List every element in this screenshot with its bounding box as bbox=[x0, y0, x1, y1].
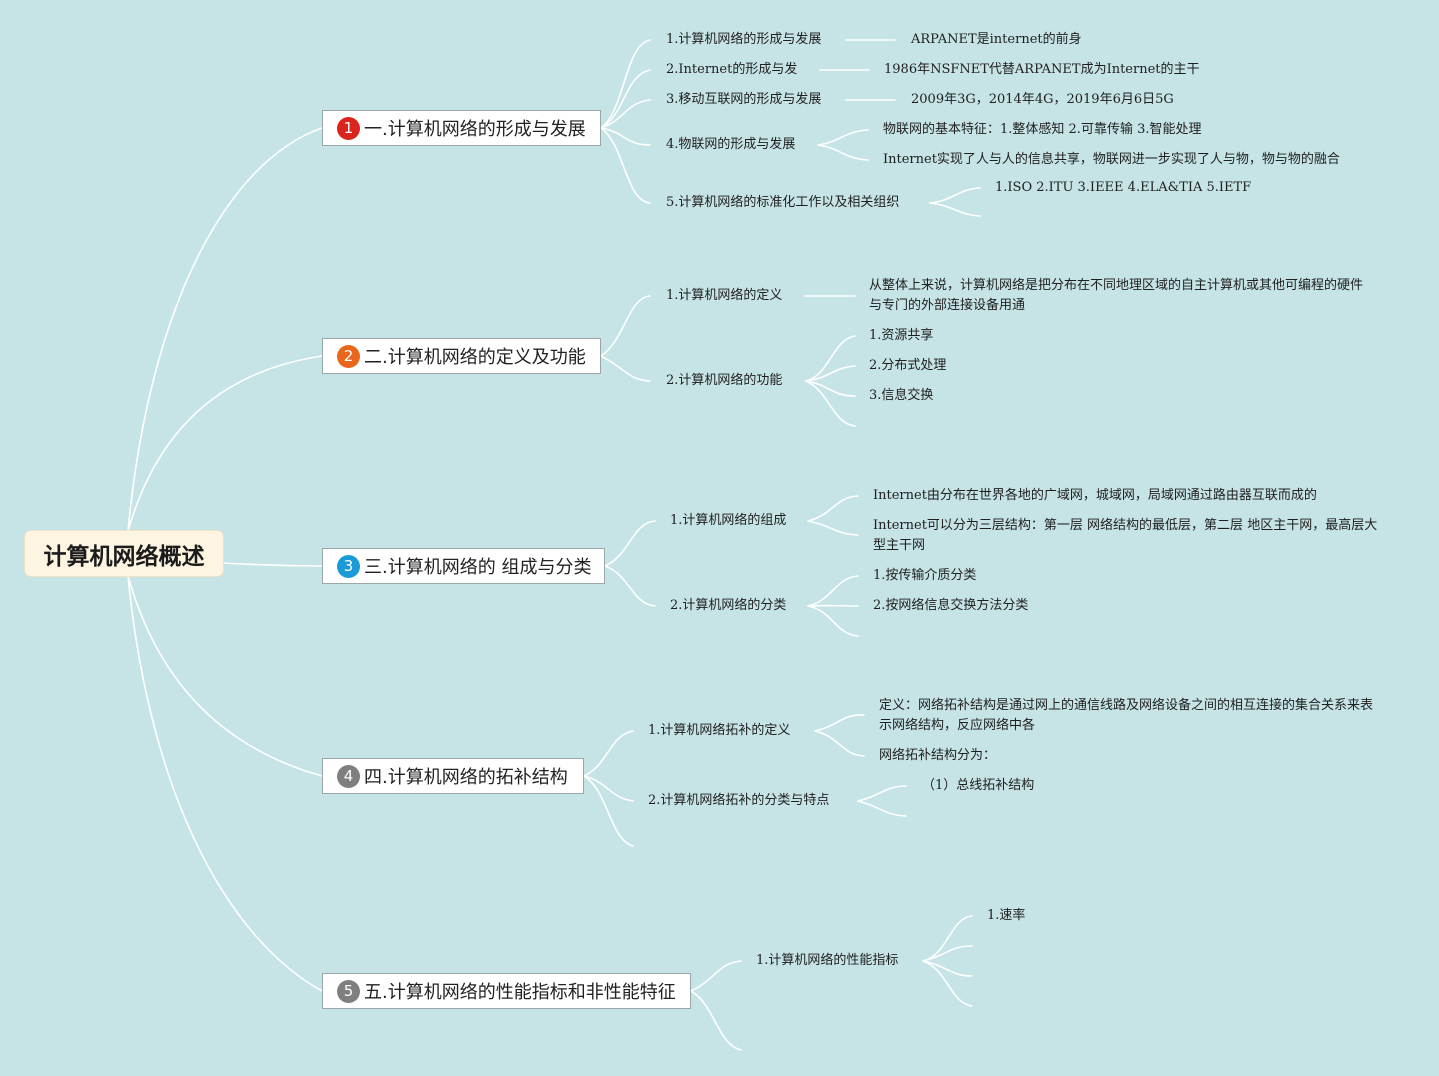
main-topic-label: 五.计算机网络的性能指标和非性能特征 bbox=[364, 982, 676, 1003]
leaf-topic[interactable]: Internet由分布在世界各地的广域网，城域网，局域网通过路由器互联而成的 bbox=[873, 488, 1317, 503]
root-topic[interactable]: 计算机网络概述 bbox=[25, 531, 223, 576]
connector bbox=[127, 355, 323, 532]
number-badge-1: 1 bbox=[337, 116, 360, 140]
subtopic-4-1[interactable]: 1.计算机网络拓补的定义 bbox=[648, 723, 791, 738]
connector bbox=[929, 187, 981, 204]
leaf-topic[interactable]: Internet可以分为三层结构：第一层 网络结构的最低层，第二层 地区主干网，… bbox=[873, 518, 1378, 553]
connector bbox=[807, 575, 859, 607]
connector bbox=[127, 575, 323, 992]
connector bbox=[817, 144, 869, 161]
connector bbox=[600, 39, 651, 129]
connector bbox=[805, 335, 856, 382]
main-topic-2[interactable]: 2 二.计算机网络的定义及功能 bbox=[322, 338, 601, 374]
connector bbox=[583, 775, 634, 802]
connector bbox=[600, 69, 651, 129]
subtopic-3-2[interactable]: 2.计算机网络的分类 bbox=[670, 598, 787, 613]
connector bbox=[814, 730, 865, 757]
leaf-topic[interactable]: 从整体上来说，计算机网络是把分布在不同地理区域的自主计算机或其他可编程的硬件与专… bbox=[869, 278, 1364, 313]
connector bbox=[814, 714, 865, 732]
connector bbox=[600, 127, 651, 204]
connector bbox=[805, 365, 856, 382]
subtopic-1-5[interactable]: 5.计算机网络的标准化工作以及相关组织 bbox=[666, 195, 900, 210]
subtopic-1-1[interactable]: 1.计算机网络的形成与发展 bbox=[666, 32, 822, 47]
connector bbox=[857, 785, 907, 802]
root-topic-label: 计算机网络概述 bbox=[43, 543, 205, 570]
leaf-topic[interactable]: 1.按传输介质分类 bbox=[873, 568, 977, 583]
leaf-topic[interactable]: 网络拓补结构分为： bbox=[879, 748, 997, 763]
connector bbox=[690, 990, 742, 1051]
connector bbox=[600, 99, 651, 129]
connector bbox=[922, 960, 973, 977]
connector bbox=[805, 380, 856, 427]
leaf-topic[interactable]: 3.信息交换 bbox=[869, 388, 934, 403]
main-topic-label: 一.计算机网络的形成与发展 bbox=[364, 119, 586, 140]
leaf-topic[interactable]: 定义：网络拓补结构是通过网上的通信线路及网络设备之间的相互连接的集合关系来表示网… bbox=[879, 698, 1374, 733]
connector bbox=[583, 730, 634, 777]
main-topic-label: 四.计算机网络的拓补结构 bbox=[364, 767, 568, 788]
subtopic-1-4[interactable]: 4.物联网的形成与发展 bbox=[666, 137, 796, 152]
connector bbox=[817, 129, 869, 146]
connector bbox=[922, 915, 973, 962]
leaf-topic[interactable]: 物联网的基本特征：1.整体感知 2.可靠传输 3.智能处理 bbox=[883, 122, 1202, 137]
subtopic-1-2[interactable]: 2.Internet的形成与发 bbox=[666, 62, 798, 77]
connector bbox=[604, 565, 656, 607]
connector bbox=[604, 520, 656, 567]
connector bbox=[922, 960, 973, 1007]
connector bbox=[600, 127, 651, 146]
connector bbox=[222, 562, 323, 567]
connector bbox=[929, 202, 981, 217]
subtopic-5-1[interactable]: 1.计算机网络的性能指标 bbox=[756, 953, 899, 968]
main-topic-3[interactable]: 3 三.计算机网络的 组成与分类 bbox=[322, 548, 605, 584]
connector bbox=[127, 575, 323, 777]
leaf-topic[interactable]: 1.ISO 2.ITU 3.IEEE 4.ELA&TIA 5.IETF bbox=[995, 180, 1252, 195]
subtopic-2-2[interactable]: 2.计算机网络的功能 bbox=[666, 373, 783, 388]
connector bbox=[807, 605, 859, 637]
connector bbox=[583, 775, 634, 847]
connector bbox=[807, 495, 859, 522]
connector bbox=[805, 380, 856, 397]
connector bbox=[690, 960, 742, 992]
connector bbox=[922, 945, 973, 962]
subtopic-4-2[interactable]: 2.计算机网络拓补的分类与特点 bbox=[648, 793, 830, 808]
connector bbox=[857, 800, 907, 817]
connector bbox=[127, 127, 323, 532]
main-topic-4[interactable]: 4 四.计算机网络的拓补结构 bbox=[322, 758, 584, 794]
subtopic-3-1[interactable]: 1.计算机网络的组成 bbox=[670, 513, 787, 528]
main-topic-1[interactable]: 1 一.计算机网络的形成与发展 bbox=[322, 110, 601, 146]
main-topic-5[interactable]: 5 五.计算机网络的性能指标和非性能特征 bbox=[322, 973, 691, 1009]
subtopic-1-3[interactable]: 3.移动互联网的形成与发展 bbox=[666, 92, 822, 107]
connector bbox=[600, 295, 651, 357]
connector bbox=[807, 520, 859, 536]
leaf-topic[interactable]: 1.速率 bbox=[987, 908, 1026, 923]
number-badge-2: 2 bbox=[337, 344, 360, 368]
leaf-topic[interactable]: 1.资源共享 bbox=[869, 328, 934, 343]
leaf-topic[interactable]: （1）总线拓补结构 bbox=[922, 778, 1035, 793]
leaf-topic[interactable]: 2009年3G，2014年4G，2019年6月6日5G bbox=[911, 92, 1174, 107]
number-badge-5: 5 bbox=[337, 979, 360, 1003]
leaf-topic[interactable]: 1986年NSFNET代替ARPANET成为Internet的主干 bbox=[884, 62, 1200, 77]
main-topic-label: 二.计算机网络的定义及功能 bbox=[364, 347, 586, 368]
subtopic-2-1[interactable]: 1.计算机网络的定义 bbox=[666, 288, 783, 303]
leaf-topic[interactable]: ARPANET是internet的前身 bbox=[911, 32, 1082, 47]
leaf-topic[interactable]: Internet实现了人与人的信息共享，物联网进一步实现了人与物，物与物的融合 bbox=[883, 152, 1340, 167]
number-badge-3: 3 bbox=[337, 554, 360, 578]
number-badge-4: 4 bbox=[337, 764, 360, 788]
leaf-topic[interactable]: 2.分布式处理 bbox=[869, 358, 947, 373]
leaf-topic[interactable]: 2.按网络信息交换方法分类 bbox=[873, 598, 1029, 613]
main-topic-label: 三.计算机网络的 组成与分类 bbox=[364, 557, 592, 578]
connector bbox=[600, 355, 651, 382]
